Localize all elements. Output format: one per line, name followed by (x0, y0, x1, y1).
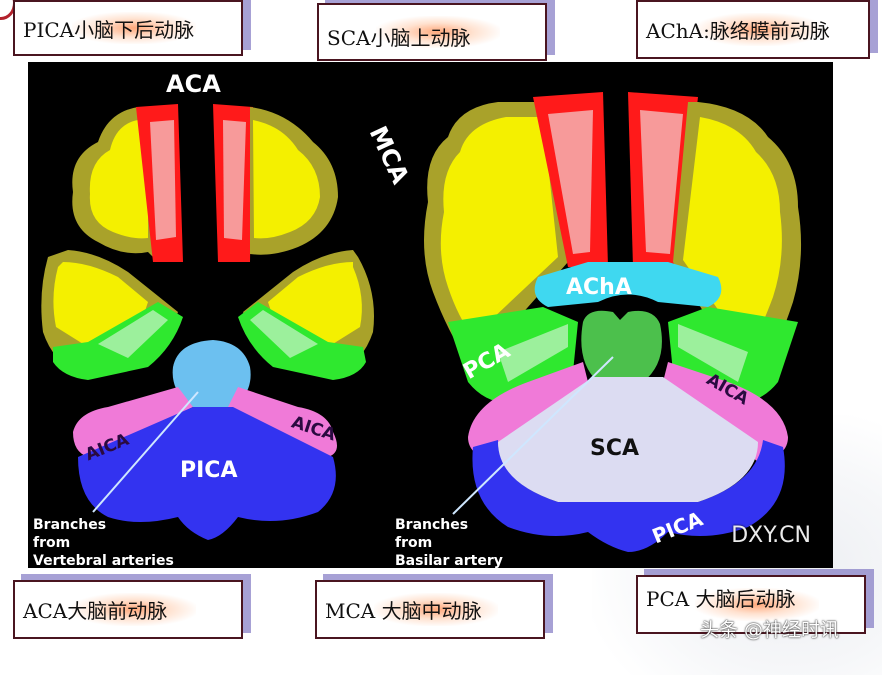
dxy-watermark: DXY.CN (731, 523, 811, 548)
brain-sections-svg: ACA MCA AICA AICA PICA AChA PCA SCA AICA… (33, 70, 802, 568)
label-pica-left: PICA (180, 458, 237, 483)
label-text-pica: PICA小脑下后动脉 (23, 17, 195, 42)
label-text-acha: AChA:脉络膜前动脉 (646, 19, 830, 43)
label-acha-region: AChA (566, 275, 632, 300)
label-box-pica: PICA小脑下后动脉 (13, 0, 243, 56)
left-brain-section (41, 104, 374, 540)
label-box-acha: AChA:脉络膜前动脉 (636, 0, 870, 59)
brain-vascular-territory-diagram: ACA MCA AICA AICA PICA AChA PCA SCA AICA… (28, 62, 833, 568)
label-text-aca: ACA大脑前动脉 (23, 599, 168, 623)
label-aca-region: ACA (166, 70, 221, 98)
label-box-aca: ACA大脑前动脉 (13, 580, 243, 639)
label-text-pca: PCA 大脑后动脉 (646, 587, 796, 611)
caption-left-line2: from (33, 535, 70, 551)
label-text-sca: SCA小脑上动脉 (327, 25, 471, 50)
label-text-mca: MCA 大脑中动脉 (325, 599, 482, 623)
right-brain-section (424, 92, 802, 552)
caption-right-line2: from (395, 535, 432, 551)
caption-right-line1: Branches (395, 517, 468, 533)
label-box-sca: SCA小脑上动脉 (317, 3, 547, 61)
footer-watermark: 头条 @神经时讯 (700, 619, 840, 641)
label-sca-region: SCA (590, 436, 639, 461)
caption-right-line3: Basilar artery (395, 553, 503, 568)
label-mca-region: MCA (364, 122, 415, 189)
caption-left-line1: Branches (33, 517, 106, 533)
label-box-mca: MCA 大脑中动脉 (315, 580, 545, 639)
caption-left-line3: Vertebral arteries (33, 553, 174, 568)
